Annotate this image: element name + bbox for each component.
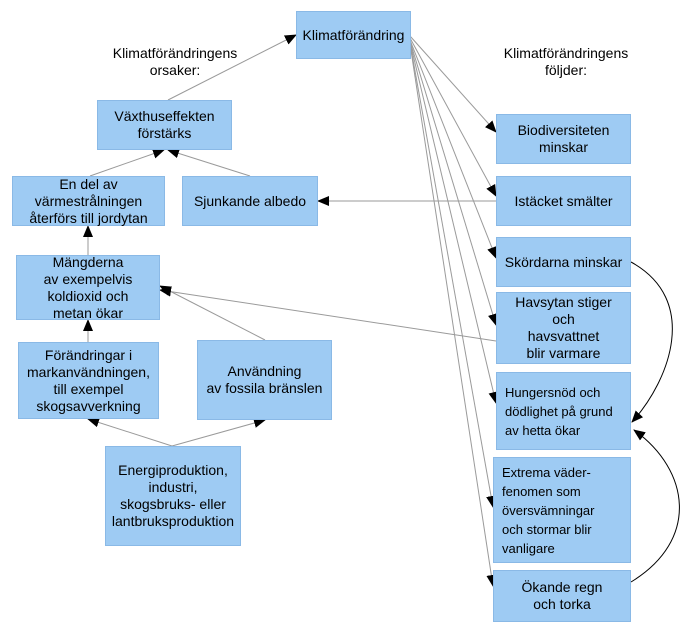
node-sea: Havsytan stiger och havsvattnet blir var… <box>496 292 631 364</box>
edge-albedo-to-greenhouse <box>167 148 251 177</box>
causes-heading: Klimatförändringens orsaker: <box>112 45 238 78</box>
edge-climate-to-famine <box>409 41 499 404</box>
node-albedo: Sjunkande albedo <box>182 176 318 226</box>
node-ice: Istäcket smälter <box>496 176 631 226</box>
edge-rain-to-famine <box>630 429 680 583</box>
edge-climate-to-biodiversity <box>409 35 497 133</box>
edge-climate-to-sea <box>409 40 498 326</box>
node-fossil: Användning av fossila bränslen <box>197 340 332 420</box>
node-rain: Ökande regn och torka <box>493 570 631 622</box>
node-famine: Hungersnöd och dödlighet på grund av het… <box>496 372 631 450</box>
node-biodiversity: Biodiversiteten minskar <box>496 114 631 164</box>
node-extreme: Extrema väder- fenomen som översvämninga… <box>493 457 631 563</box>
edge-climate-to-harvest <box>409 39 497 259</box>
node-heat-radiation: En del av värmestrålningen återförs till… <box>12 176 165 226</box>
consequences-heading: Klimatförändringens följder: <box>503 45 629 78</box>
node-greenhouse: Växthuseffekten förstärks <box>97 100 232 150</box>
node-energy: Energiproduktion, industri, skogsbruks- … <box>105 446 241 546</box>
edge-greenhouse-to-climate <box>167 34 297 101</box>
edge-heat-to-greenhouse <box>89 148 165 177</box>
edge-climate-to-extreme <box>409 42 496 508</box>
edge-energy-to-fossil <box>171 418 266 447</box>
node-harvest: Skördarna minskar <box>496 237 631 287</box>
edge-climate-to-ice <box>409 37 497 197</box>
edge-fossil-to-amounts <box>159 285 266 341</box>
edge-harvest-to-famine <box>630 261 673 423</box>
node-climate-change: Klimatförändring <box>296 11 411 59</box>
edge-sea-to-amounts <box>159 286 497 342</box>
edge-climate-to-rain <box>409 43 497 587</box>
edge-energy-to-landuse <box>87 417 173 447</box>
node-land-use: Förändringar i markanvändningen, till ex… <box>18 342 159 419</box>
node-amounts: Mängderna av exempelvis koldioxid och me… <box>16 254 160 321</box>
